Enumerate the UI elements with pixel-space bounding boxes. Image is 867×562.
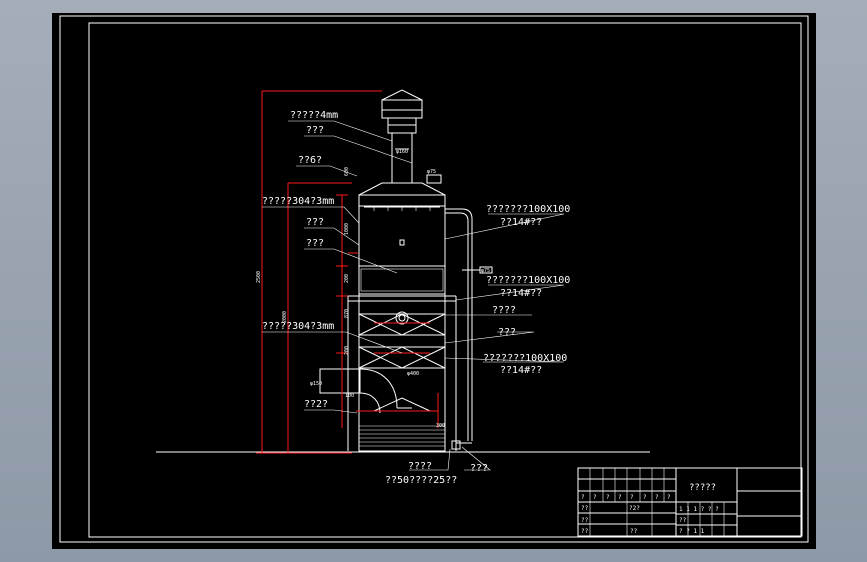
title-block-c1: ?? [581,505,589,512]
dim-total-height: 2500 [256,271,262,283]
title-block-title: ????? [689,483,716,493]
chimney-cap [381,89,423,134]
recirculation-pipe: φ75 [445,208,493,450]
exhaust-stack: φ160 φ75 [391,133,442,184]
drawing-sheet: φ160 φ75 [52,13,816,549]
title-block-r1-4: ? [618,494,622,501]
label-lower-shell: ?????304?3mm [262,321,334,332]
title-block-s2: ? ? 1 1 [679,528,705,535]
label-drain-spec: ??50????25?? [385,475,457,486]
title-block-c5: ?2? [629,505,640,512]
title-block-r1-6: ? [643,494,647,501]
label-upper-shell: ?????304?3mm [262,196,334,207]
title-block [577,467,803,537]
dim-bottom-2: 300 [436,423,445,429]
title-block-c3: ?? [581,528,589,535]
dim-dome: 600 [344,167,350,176]
dim-upper-section: 1000 [344,223,350,235]
inlet-duct: φ150 φ400 [310,368,419,414]
label-cap: ?????4mm [290,110,338,121]
dim-mid-section: 870 [344,309,350,318]
dim-outlet: φ75 [427,169,436,175]
title-block-s1: 1 1 1 ? ? ? [679,506,719,513]
label-drain: ???? [408,461,432,472]
label-platform-3: ???????100X100 [483,353,567,364]
title-block-r1-7: ? [655,494,659,501]
dim-packing: 200 [344,274,350,283]
label-stack: ??? [306,125,324,136]
dim-bottom: 100 [345,393,354,399]
title-block-r1-3: ? [606,494,610,501]
title-block-c4: ?? [630,528,638,535]
dim-stack-diameter: φ160 [396,149,408,155]
dim-inlet: φ150 [310,381,322,387]
label-valve: ??? [470,463,488,474]
label-platform-1: ???????100X100 [486,204,570,215]
label-platform-2-steel: ??14#?? [500,288,542,299]
label-platform-3-steel: ??14#?? [500,365,542,376]
outer-frame [59,15,809,543]
label-inlet: ??2? [304,399,328,410]
label-spray: ??? [306,217,324,228]
label-platform-1-steel: ??14#?? [500,217,542,228]
label-packing: ??? [306,238,324,249]
dim-side: φ75 [481,268,490,274]
title-block-r1-2: ? [593,494,597,501]
label-pump: ??? [498,327,516,338]
dim-body-height: 2000 [282,311,288,323]
inner-frame [88,22,802,538]
title-block-c2: ?? [581,517,589,524]
dimension-lines [256,90,439,454]
title-block-r1: ? [581,494,585,501]
title-block-r1-8: ? [667,494,671,501]
label-platform-2: ???????100X100 [486,275,570,286]
label-pipe: ???? [492,305,516,316]
title-block-r1-5: ? [630,494,634,501]
engineering-drawing: φ160 φ75 [59,15,809,543]
leader-lines [262,120,565,471]
label-dome: ??6? [298,155,322,166]
dim-lower-stage: 200 [344,346,350,355]
title-block-s3: ?? [679,517,687,524]
dim-inlet-2: φ400 [407,371,419,377]
